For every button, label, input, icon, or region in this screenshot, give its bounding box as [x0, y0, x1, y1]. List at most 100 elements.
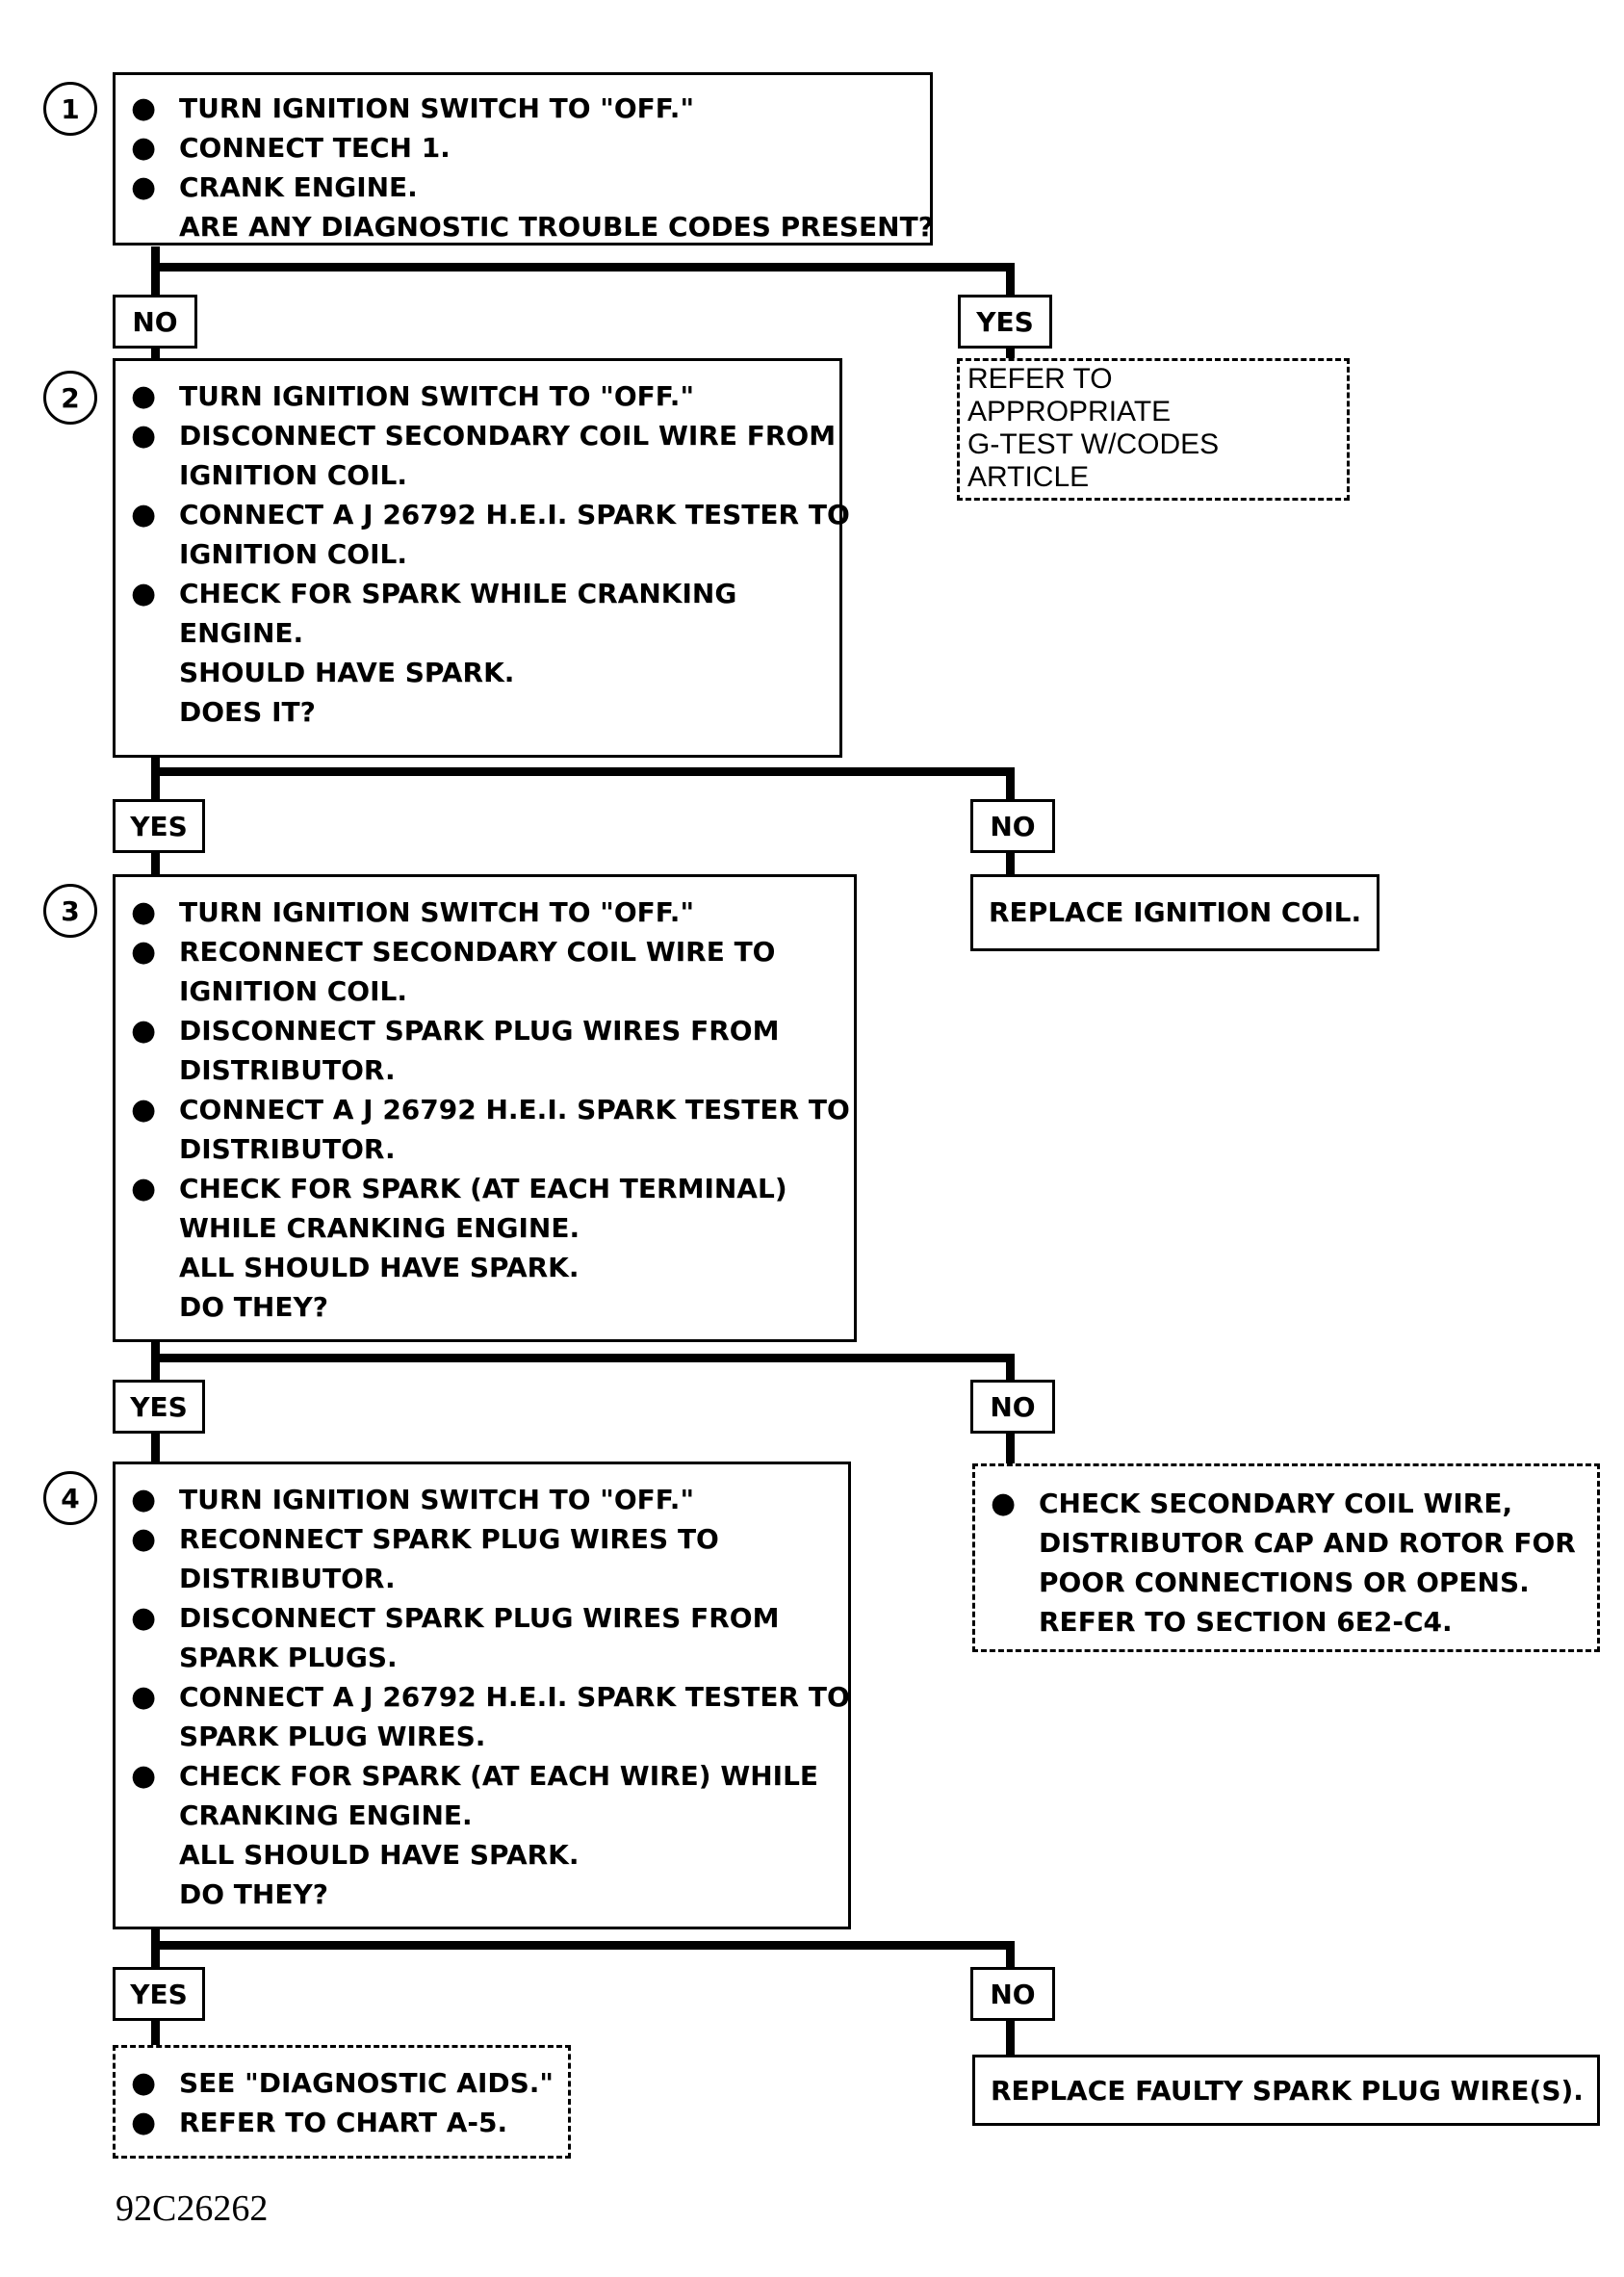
connector-line: [151, 1354, 1015, 1362]
outcome-line: POOR CONNECTIONS OR OPENS.: [1039, 1566, 1530, 1598]
step-number: 2: [61, 381, 80, 414]
connector-line: [1006, 346, 1015, 361]
step-text: TURN IGNITION SWITCH TO "OFF.": [179, 92, 695, 124]
step-3-box: ●TURN IGNITION SWITCH TO "OFF." ●RECONNE…: [113, 874, 857, 1342]
step-text: DO THEY?: [179, 1291, 328, 1323]
bullet-icon: ●: [991, 1487, 1017, 1520]
step-number-badge: 1: [43, 82, 97, 136]
step-text: CONNECT TECH 1.: [179, 132, 451, 164]
step-text: CRANKING ENGINE.: [179, 1799, 473, 1831]
step-instruction: ●CONNECT TECH 1.: [131, 128, 451, 168]
step-question: ARE ANY DIAGNOSTIC TROUBLE CODES PRESENT…: [179, 207, 934, 246]
step-instruction: ● TURN IGNITION SWITCH TO "OFF.": [131, 89, 695, 128]
step-instruction-continued: IGNITION COIL.: [179, 455, 407, 495]
connector-line: [151, 756, 160, 804]
step-text: CHECK FOR SPARK (AT EACH WIRE) WHILE: [179, 1760, 819, 1792]
step-question: DOES IT?: [179, 692, 316, 732]
step-instruction-continued: WHILE CRANKING ENGINE.: [179, 1208, 580, 1248]
branch-label-text: YES: [130, 810, 188, 842]
step-4-box: ● TURN IGNITION SWITCH TO "OFF." ● RECONNE…: [113, 1462, 851, 1929]
connector-line: [151, 1431, 160, 1465]
step-text: RECONNECT SECONDARY COIL WIRE TO: [179, 936, 776, 968]
step-number-badge: 2: [43, 371, 97, 425]
step-text: ALL SHOULD HAVE SPARK.: [179, 1839, 580, 1871]
step-instruction: ●DISCONNECT SECONDARY COIL WIRE FROM: [131, 416, 836, 455]
outcome-line: CHECK SECONDARY COIL WIRE,: [1039, 1488, 1513, 1519]
bullet-icon: ●: [131, 1759, 157, 1793]
outcome-line: SEE "DIAGNOSTIC AIDS.": [179, 2067, 554, 2099]
step-instruction-continued: ENGINE.: [179, 613, 303, 653]
connector-line: [1006, 850, 1015, 877]
connector-line: [1006, 263, 1015, 299]
connector-line: [151, 1928, 160, 1972]
connector-line: [1006, 1354, 1015, 1384]
step-number: 1: [61, 92, 80, 125]
step-text: RECONNECT SPARK PLUG WIRES TO: [179, 1523, 719, 1555]
step-instruction: ●CONNECT A J 26792 H.E.I. SPARK TESTER T…: [131, 1090, 850, 1129]
outcome-text: ● REFER TO CHART A-5.: [131, 2103, 508, 2142]
step-question: SHOULD HAVE SPARK.: [179, 653, 514, 692]
step-text: IGNITION COIL.: [179, 975, 408, 1007]
connector-line: [1006, 1431, 1015, 1465]
outcome-diagnostic-aids: ● SEE "DIAGNOSTIC AIDS." ● REFER TO CHART …: [113, 2045, 571, 2159]
branch-label-yes: YES: [113, 1380, 205, 1434]
bullet-icon: ●: [131, 498, 157, 531]
outcome-replace-coil: REPLACE IGNITION COIL.: [970, 874, 1379, 951]
outcome-text: REPLACE IGNITION COIL.: [989, 896, 1362, 928]
bullet-icon: ●: [131, 2106, 157, 2139]
connector-line: [151, 246, 160, 299]
step-instruction: ●DISCONNECT SPARK PLUG WIRES FROM: [131, 1011, 779, 1050]
step-text: DO THEY?: [179, 1878, 328, 1910]
step-instruction: ● CHECK FOR SPARK (AT EACH WIRE) WHILE: [131, 1756, 819, 1796]
connector-line: [151, 346, 160, 361]
outcome-text: DISTRIBUTOR CAP AND ROTOR FOR: [1039, 1523, 1576, 1563]
step-question: ALL SHOULD HAVE SPARK.: [179, 1835, 580, 1875]
outcome-line: REFER TO CHART A-5.: [179, 2107, 508, 2138]
step-text: IGNITION COIL.: [179, 459, 408, 491]
outcome-text: ARTICLE: [967, 461, 1090, 493]
step-text: DISTRIBUTOR.: [179, 1563, 396, 1594]
step-text: SPARK PLUGS.: [179, 1642, 398, 1673]
branch-label-text: NO: [990, 810, 1036, 842]
step-instruction-continued: IGNITION COIL.: [179, 534, 407, 574]
step-text: WHILE CRANKING ENGINE.: [179, 1212, 580, 1244]
bullet-icon: ●: [131, 91, 157, 125]
step-question: DO THEY?: [179, 1287, 328, 1327]
outcome-text: REFER TO: [967, 363, 1113, 395]
branch-label-text: NO: [132, 305, 178, 338]
step-instruction: ●TURN IGNITION SWITCH TO "OFF.": [131, 376, 694, 416]
outcome-text: G-TEST W/CODES: [967, 428, 1220, 460]
connector-line: [1006, 767, 1015, 804]
bullet-icon: ●: [131, 1014, 157, 1048]
outcome-check-secondary: ● CHECK SECONDARY COIL WIRE, DISTRIBUTOR …: [972, 1463, 1600, 1652]
outcome-text: ● CHECK SECONDARY COIL WIRE,: [991, 1484, 1513, 1523]
step-text: ARE ANY DIAGNOSTIC TROUBLE CODES PRESENT…: [179, 211, 934, 243]
step-text: CHECK FOR SPARK (AT EACH TERMINAL): [179, 1173, 787, 1204]
step-text: SHOULD HAVE SPARK.: [179, 657, 515, 688]
step-instruction: ●DISCONNECT SPARK PLUG WIRES FROM: [131, 1598, 779, 1638]
connector-line: [1006, 1941, 1015, 1972]
outcome-line: REFER TO SECTION 6E2-C4.: [1039, 1606, 1453, 1638]
bullet-icon: ●: [131, 1680, 157, 1714]
step-instruction: ●CHECK FOR SPARK (AT EACH TERMINAL): [131, 1169, 787, 1208]
connector-line: [151, 1941, 1015, 1950]
step-text: DOES IT?: [179, 696, 316, 728]
outcome-replace-wires: REPLACE FAULTY SPARK PLUG WIRE(S).: [972, 2055, 1600, 2126]
bullet-icon: ●: [131, 419, 157, 453]
branch-label-text: YES: [130, 1390, 188, 1423]
step-instruction: ●TURN IGNITION SWITCH TO "OFF.": [131, 893, 694, 932]
connector-line: [151, 767, 1015, 776]
step-1-box: ● TURN IGNITION SWITCH TO "OFF." ●CONNECT…: [113, 72, 934, 246]
connector-line: [151, 263, 1015, 272]
step-text: ALL SHOULD HAVE SPARK.: [179, 1252, 580, 1283]
step-instruction: ●CONNECT A J 26792 H.E.I. SPARK TESTER T…: [131, 1677, 850, 1717]
step-number: 3: [61, 894, 80, 927]
branch-label-text: YES: [976, 305, 1034, 338]
step-instruction: ●RECONNECT SECONDARY COIL WIRE TO: [131, 932, 776, 971]
step-text: TURN IGNITION SWITCH TO "OFF.": [179, 1484, 695, 1515]
branch-label-text: YES: [130, 1978, 188, 2010]
branch-label-yes: YES: [113, 799, 205, 853]
step-number: 4: [61, 1482, 80, 1514]
outcome-text: REPLACE FAULTY SPARK PLUG WIRE(S).: [991, 2075, 1584, 2107]
connector-line: [151, 2018, 160, 2047]
